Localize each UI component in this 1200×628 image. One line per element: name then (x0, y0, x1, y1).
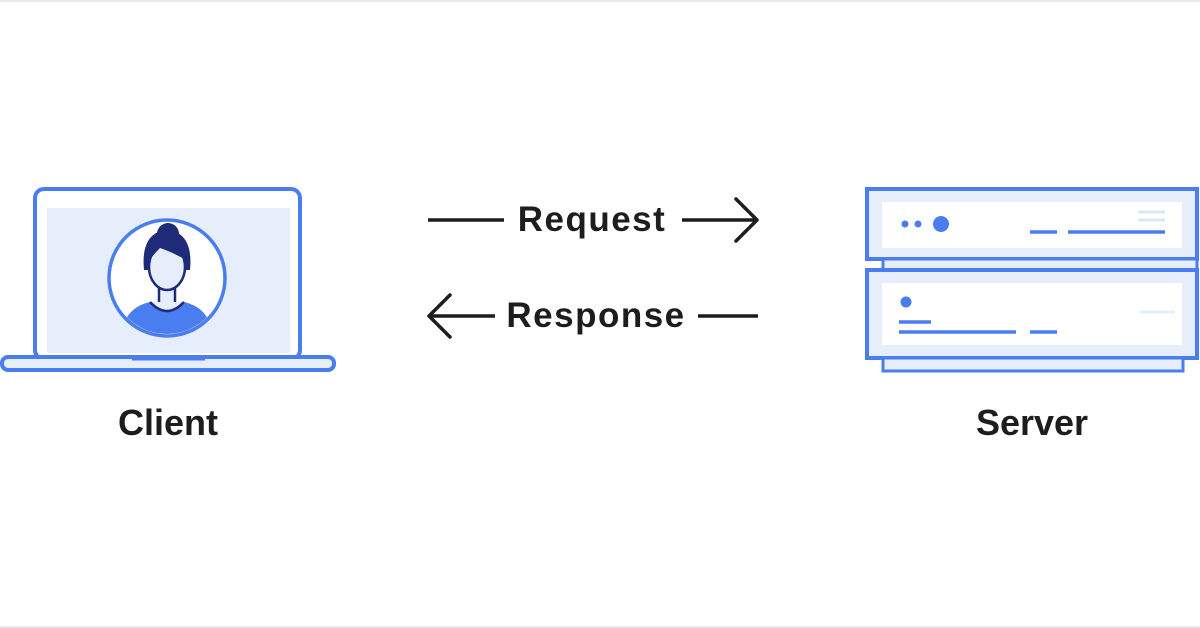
avatar-icon (107, 218, 227, 338)
request-arrow (428, 197, 759, 243)
response-label: Response (506, 296, 686, 335)
server-unit-top (865, 187, 1199, 261)
server-unit-top-face (882, 202, 1182, 248)
avatar-ring (107, 218, 227, 338)
client-label: Client (117, 402, 218, 443)
request-arrowhead-icon (734, 197, 759, 243)
response-arrow (427, 293, 758, 339)
response-arrowhead-icon (427, 293, 452, 339)
server-label: Server (975, 402, 1089, 443)
server-stack-icon (865, 187, 1199, 373)
request-label: Request (517, 200, 667, 239)
server-unit-bottom-face (882, 283, 1182, 345)
avatar-collar (149, 301, 185, 313)
power-led-icon (933, 216, 949, 232)
avatar-fringe (148, 241, 186, 262)
server-unit-bottom (865, 268, 1199, 360)
laptop-user-icon (0, 187, 336, 372)
status-dot-icon (901, 220, 909, 228)
laptop-base (0, 355, 336, 372)
status-led-icon (900, 296, 912, 308)
status-dot-icon (914, 220, 922, 228)
server-base (881, 356, 1185, 373)
avatar-hair-bun (157, 223, 179, 245)
